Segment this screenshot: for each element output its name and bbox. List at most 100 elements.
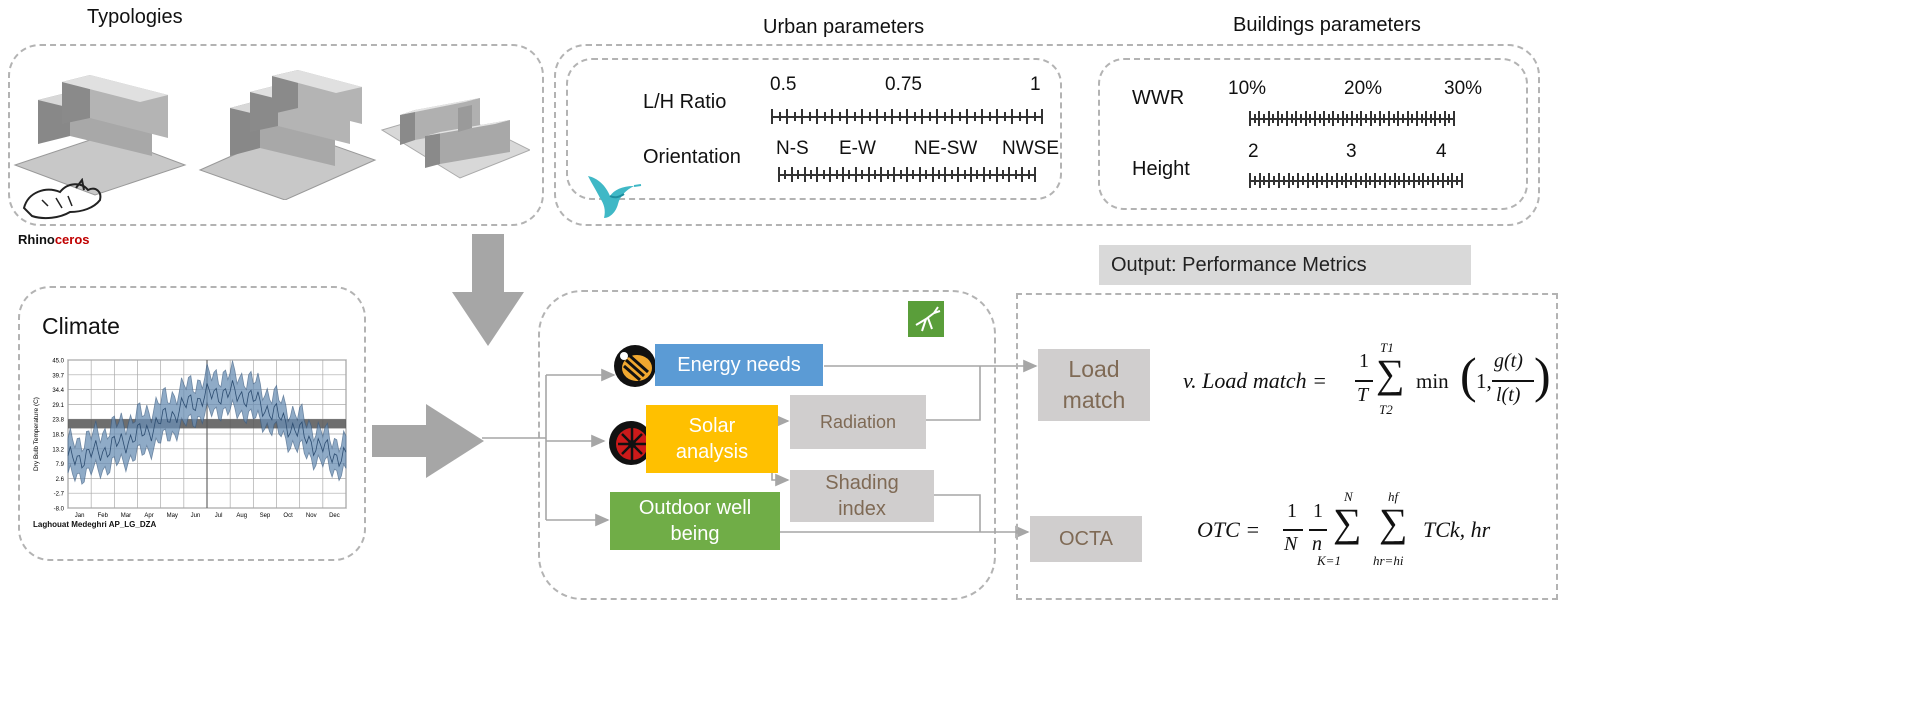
chart-y-tick-label: 29.1 bbox=[52, 403, 64, 409]
ruler-tick bbox=[829, 167, 832, 182]
ruler-tick bbox=[1026, 109, 1028, 124]
ruler-tick bbox=[1397, 111, 1400, 126]
buildings-parameters-box bbox=[1098, 58, 1528, 210]
ruler-tick bbox=[1323, 111, 1326, 126]
ruler-tick bbox=[981, 109, 983, 124]
load-match-formula: v. Load match = 1 T T1 ∑ T2 min ( 1, g(t… bbox=[1180, 340, 1551, 430]
chart-temperature-band bbox=[67, 360, 347, 485]
load-g-bar bbox=[1492, 380, 1534, 382]
ruler-tick bbox=[790, 167, 793, 182]
ruler-tick bbox=[1290, 114, 1293, 123]
ruler-tick bbox=[784, 170, 787, 179]
ruler-tick bbox=[1360, 111, 1363, 126]
otc-sum2-upper: hf bbox=[1388, 489, 1399, 504]
load-frac-bar bbox=[1355, 380, 1373, 382]
outdoor-well-being-label: Outdoor well being bbox=[638, 497, 752, 545]
otc-frac1-num: 1 bbox=[1287, 500, 1297, 522]
ruler-tick bbox=[778, 167, 780, 182]
chart-y-tick-label: -2.7 bbox=[54, 492, 65, 498]
shading-index-label: Shading index bbox=[825, 472, 899, 520]
ruler-tick bbox=[1436, 176, 1439, 185]
ruler-tick bbox=[1388, 176, 1391, 185]
height-tick-label-1: 2 bbox=[1248, 141, 1259, 162]
ruler-tick bbox=[906, 109, 908, 124]
ruler-tick bbox=[1292, 176, 1295, 185]
ruler-tick bbox=[1249, 173, 1251, 188]
ruler-tick bbox=[822, 170, 825, 179]
load-match-label: Load match bbox=[1062, 356, 1126, 413]
load-g: g(t) bbox=[1494, 350, 1523, 372]
ruler-tick bbox=[831, 109, 833, 124]
chart-y-tick-label: 18.5 bbox=[52, 433, 64, 439]
ruler-tick bbox=[823, 112, 826, 121]
chart-y-tick-label: 7.9 bbox=[56, 462, 65, 468]
ruler-tick bbox=[951, 109, 953, 124]
ruler-tick bbox=[1429, 114, 1432, 123]
load-paren-close: ) bbox=[1534, 347, 1551, 403]
ruler-tick bbox=[868, 112, 871, 121]
ruler-tick bbox=[931, 167, 934, 182]
climate-title: Climate bbox=[42, 313, 120, 339]
ruler-tick bbox=[1392, 114, 1395, 123]
chart-y-tick-label: 39.7 bbox=[52, 373, 64, 379]
ruler-tick bbox=[1425, 111, 1428, 126]
ruler-tick bbox=[1033, 112, 1036, 121]
chart-x-tick-label: Dec bbox=[329, 513, 340, 519]
typologies-title: Typologies bbox=[87, 6, 183, 28]
ruler-tick bbox=[846, 109, 848, 124]
octa-box: OCTA bbox=[1030, 516, 1142, 562]
ruler-tick bbox=[970, 167, 972, 182]
ruler-tick bbox=[793, 112, 796, 121]
rhino-logo-text: Rhinoceros bbox=[18, 232, 90, 247]
ruler-tick bbox=[1041, 109, 1043, 124]
ruler-tick bbox=[1011, 109, 1013, 124]
ruler-tick bbox=[1268, 173, 1271, 188]
height-tick-label-2: 3 bbox=[1346, 141, 1357, 162]
ruler-tick bbox=[1272, 114, 1275, 123]
ruler-tick bbox=[1415, 111, 1418, 126]
ruler-tick bbox=[1422, 173, 1425, 188]
ruler-tick bbox=[966, 109, 968, 124]
ruler-tick bbox=[1302, 176, 1304, 185]
orientation-label: Orientation bbox=[643, 146, 741, 168]
ruler-tick bbox=[1318, 114, 1321, 123]
orientation-tick-label-3: NE-SW bbox=[914, 138, 978, 159]
otc-frac1-den: N bbox=[1284, 533, 1298, 555]
ruler-tick bbox=[1453, 111, 1455, 126]
ruler-tick bbox=[1014, 170, 1017, 179]
ruler-tick bbox=[861, 170, 864, 179]
ruler-tick bbox=[853, 112, 856, 121]
ruler-tick bbox=[797, 170, 800, 179]
load-sum-symbol: ∑ bbox=[1376, 351, 1405, 396]
wwr-label: WWR bbox=[1132, 87, 1185, 109]
ruler-tick bbox=[1364, 173, 1367, 188]
ruler-tick bbox=[1258, 173, 1261, 188]
otc-frac2-den: n bbox=[1312, 533, 1322, 555]
ruler-tick bbox=[928, 112, 931, 121]
typology-models bbox=[13, 70, 530, 200]
ruler-tick bbox=[1321, 176, 1324, 185]
ruler-tick bbox=[778, 112, 781, 121]
lh-ratio-ruler bbox=[771, 106, 1043, 126]
ruler-tick bbox=[1369, 176, 1372, 185]
urban-parameters-title: Urban parameters bbox=[763, 16, 925, 38]
ruler-tick bbox=[1448, 114, 1451, 123]
chart-x-tick-label: Nov bbox=[306, 513, 317, 519]
ruler-tick bbox=[1306, 173, 1309, 188]
ruler-tick bbox=[886, 170, 889, 179]
ruler-tick bbox=[1443, 111, 1446, 126]
otc-sum1-lower: K=1 bbox=[1317, 553, 1341, 568]
otc-sum2-lower: hr=hi bbox=[1373, 553, 1404, 568]
ruler-tick bbox=[1383, 173, 1386, 188]
ruler-tick bbox=[913, 112, 916, 121]
ruler-tick bbox=[1262, 114, 1265, 123]
ruler-tick bbox=[1335, 173, 1338, 188]
ruler-tick bbox=[1340, 176, 1343, 185]
otc-sum1-upper: N bbox=[1344, 489, 1353, 504]
ruler-tick bbox=[1249, 111, 1251, 126]
ruler-tick bbox=[1027, 170, 1030, 179]
ruler-tick bbox=[912, 170, 915, 179]
chart-y-axis-label: Dry Bulb Temperature (C) bbox=[33, 397, 40, 471]
ruler-tick bbox=[1267, 111, 1270, 126]
wwr-tick-label-3: 30% bbox=[1444, 78, 1483, 99]
